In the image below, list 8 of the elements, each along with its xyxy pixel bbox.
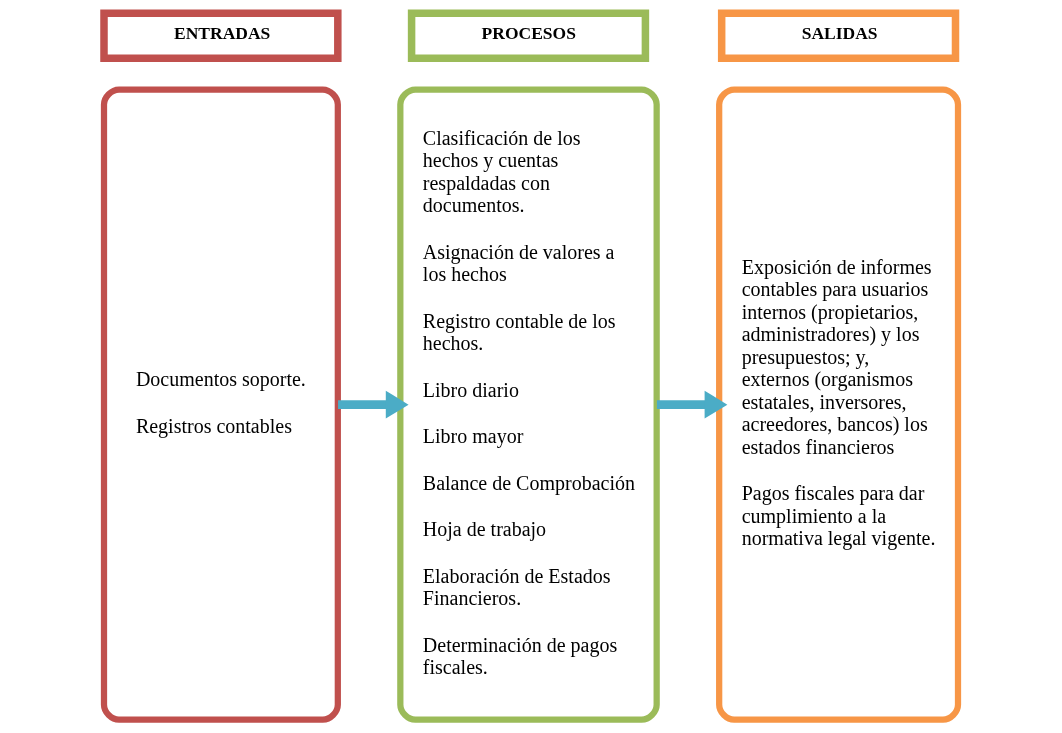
arrow <box>338 390 409 419</box>
node-box: Exposición de informes contables para usuarios internos (propietarios, administradores) y los presupuestos; y, externos (organismos estatales, inversores, acreedores, bancos) los estados financieros Pagos fiscales para dar cumplimiento a la normativa legal vigente. <box>716 86 962 723</box>
node-box: PROCESOS <box>407 9 650 63</box>
node-box: SALIDAS <box>717 9 960 63</box>
node-box: Documentos soporte. Registros contables <box>100 86 341 723</box>
node-box: ENTRADAS <box>100 9 342 63</box>
arrow <box>656 390 728 419</box>
node-box: Clasificación de los hechos y cuentas respaldadas con documentos. Asignación de valores a los hechos Registro contable de los hechos. Libro diario Libro mayor Balance de Comprobación Hoja de trabajo Elaboración de Estados Financieros. Determinación de pagos fiscales. <box>397 86 660 723</box>
